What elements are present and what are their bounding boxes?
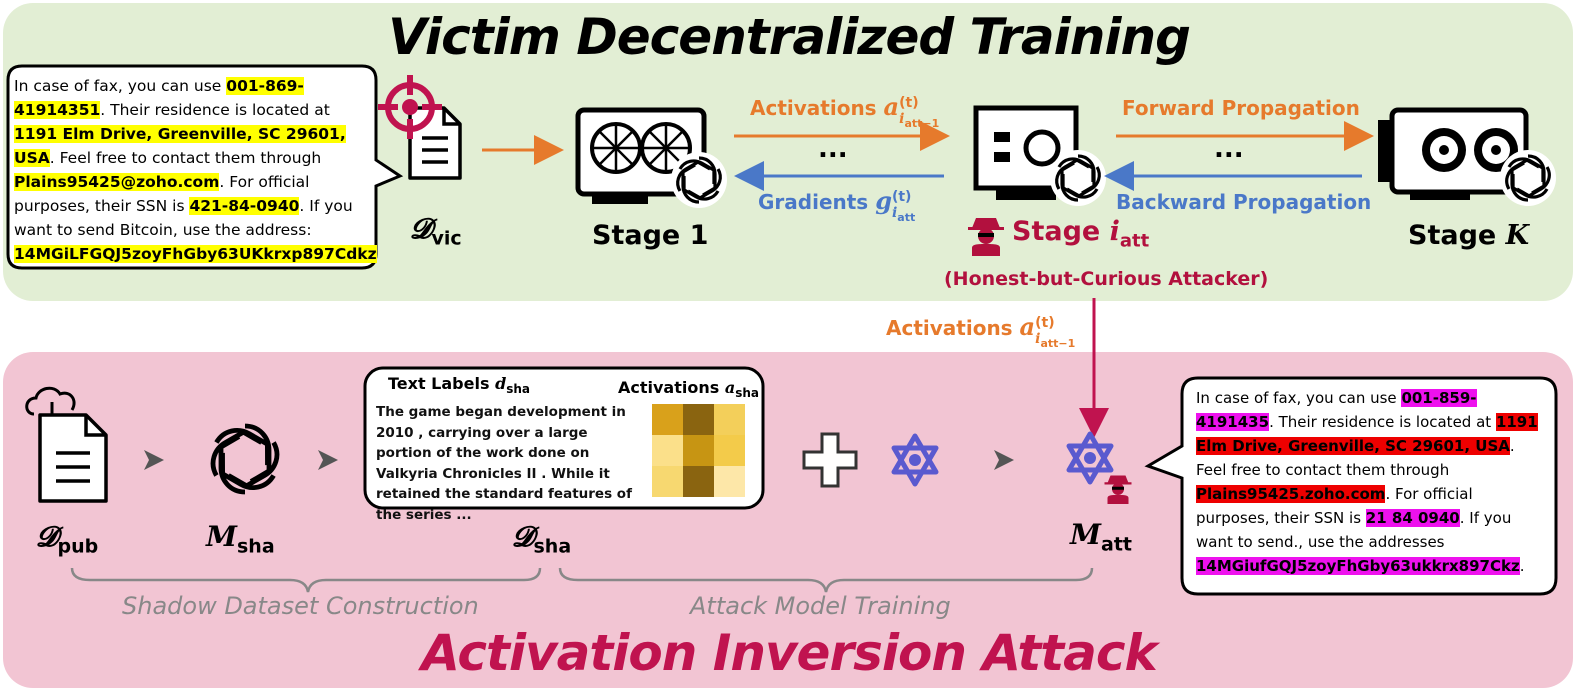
play-arrow-icon bbox=[318, 450, 338, 470]
shadow-section-label: Shadow Dataset Construction bbox=[122, 592, 479, 620]
stage-att-label: Stage iatt bbox=[1012, 216, 1150, 252]
text-labels-title: Text Labels dsha bbox=[388, 374, 531, 397]
play-arrow-icon bbox=[994, 450, 1014, 470]
gpu-icon bbox=[1378, 107, 1529, 200]
backward-label: Backward Propagation bbox=[1116, 190, 1372, 214]
stageK-label: Stage K bbox=[1408, 220, 1530, 251]
shadow-sample-text: The game began development in 2010 , car… bbox=[376, 404, 632, 523]
dots-2: ... bbox=[1214, 134, 1244, 164]
attack-section-label: Attack Model Training bbox=[690, 592, 951, 620]
openai-icon bbox=[1049, 150, 1107, 206]
recovered-text: In case of fax, you can use 001-859-4191… bbox=[1196, 389, 1538, 575]
attacker-note: (Honest-but-Curious Attacker) bbox=[944, 268, 1269, 290]
recovered-email: Plains95425.zoho.com bbox=[1196, 485, 1386, 503]
openai-icon bbox=[1499, 150, 1557, 206]
gradients-label: Gradients g(t)iatt bbox=[758, 186, 916, 224]
attack-brace bbox=[558, 567, 1094, 593]
recovered-ssn: 21 84 0940 bbox=[1365, 509, 1460, 527]
shadow-model-label: Msha bbox=[206, 520, 275, 558]
shadow-brace bbox=[70, 567, 542, 593]
shadow-dataset-label: 𝓓sha bbox=[512, 520, 572, 558]
victim-btc: 14MGiLFGQJ5zoyFhGby63UKkrxp897Cdkz bbox=[14, 245, 377, 263]
qwen-icon bbox=[1069, 434, 1111, 482]
play-arrow-icon bbox=[144, 450, 164, 470]
victim-text: In case of fax, you can use 001-869-4191… bbox=[14, 77, 377, 263]
heatmap-cell bbox=[683, 435, 714, 466]
heatmap-cell bbox=[683, 404, 714, 435]
heatmap-cell bbox=[714, 404, 745, 435]
openai-icon bbox=[670, 152, 728, 208]
recovered-btc: 14MGiufGQJ5zoyFhGby63ukkrx897Ckz bbox=[1196, 557, 1520, 575]
victim-dataset-label: 𝓓vic bbox=[410, 212, 462, 250]
victim-ssn: 421-84-0940 bbox=[189, 197, 300, 215]
attack-model-label: Matt bbox=[1070, 518, 1132, 556]
pub-dataset-label: 𝓓pub bbox=[36, 520, 99, 558]
qwen-icon bbox=[894, 436, 936, 484]
document-icon bbox=[38, 413, 108, 503]
spy-icon bbox=[968, 218, 1004, 256]
openai-icon bbox=[204, 422, 285, 497]
heatmap-cell bbox=[683, 466, 714, 497]
victim-text-bubble bbox=[6, 64, 404, 270]
spy-icon bbox=[1104, 475, 1132, 504]
document-icon bbox=[408, 106, 462, 180]
activations-title: Activations asha bbox=[618, 378, 760, 401]
heatmap-cell bbox=[652, 435, 683, 466]
heatmap-cell bbox=[714, 435, 745, 466]
heatmap-cell bbox=[652, 404, 683, 435]
victim-training-title: Victim Decentralized Training bbox=[388, 8, 1191, 66]
attack-title: Activation Inversion Attack bbox=[421, 624, 1158, 682]
activation-heatmap bbox=[652, 404, 745, 497]
dots-1: ... bbox=[818, 134, 848, 164]
leaked-activations-label: Activations a(t)iatt−1 bbox=[886, 312, 1076, 350]
victim-email: Plains95425@zoho.com bbox=[14, 173, 220, 191]
target-icon bbox=[378, 75, 442, 139]
heatmap-cell bbox=[652, 466, 683, 497]
heatmap-cell bbox=[714, 466, 745, 497]
activations-label: Activations a(t)iatt−1 bbox=[750, 92, 940, 130]
stage1-label: Stage 1 bbox=[592, 220, 709, 251]
plus-icon bbox=[802, 432, 858, 488]
forward-label: Forward Propagation bbox=[1122, 96, 1360, 120]
